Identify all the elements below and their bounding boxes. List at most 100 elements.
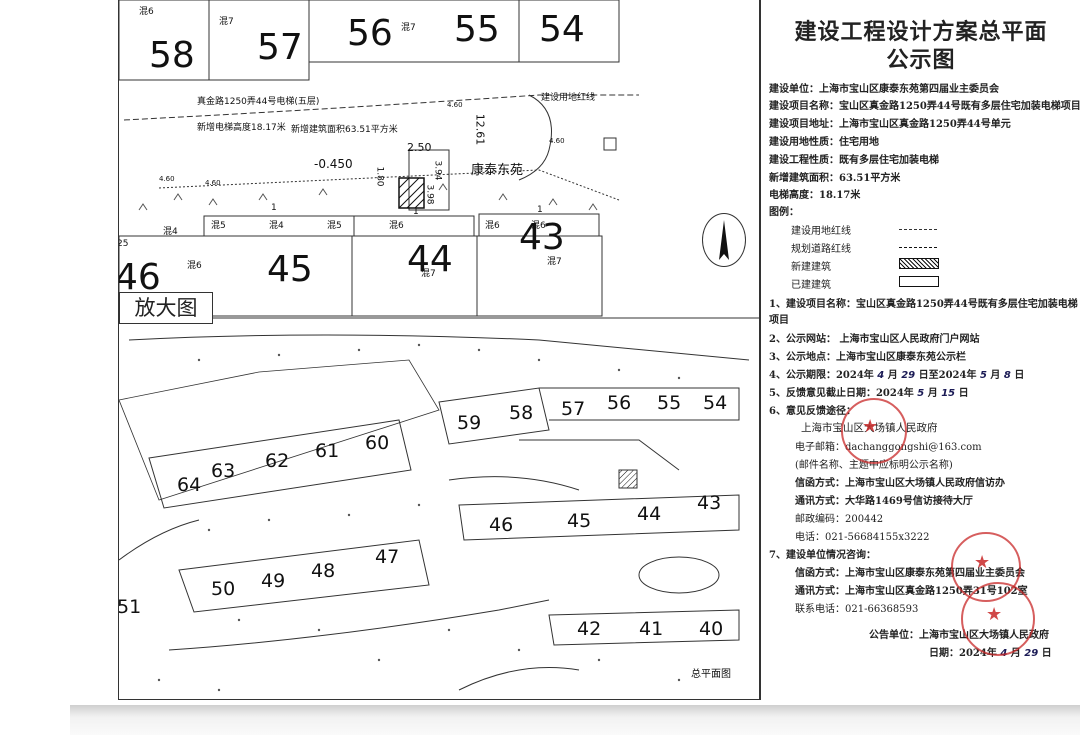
- letters-line: 信函方式：上海市宝山区大场镇人民政府信访办: [795, 478, 1005, 489]
- elevator-height: 电梯高度：18.17米: [769, 190, 861, 201]
- red-line-label: 建设用地红线: [541, 93, 596, 103]
- note-5: 5、反馈意见截止日期：2024年 5 月 15 日: [769, 388, 969, 399]
- building-48: 48: [311, 560, 336, 582]
- entry-mark: 1: [413, 207, 419, 217]
- address-line: 通讯方式：大华路1469号信访接待大厅: [795, 496, 973, 507]
- entry-mark: 1: [537, 205, 543, 215]
- address-line-2: 通讯方式：上海市宝山区真金路1250弄31号102室: [795, 586, 1028, 597]
- building-45: 45: [567, 510, 592, 532]
- building-57: 57: [257, 27, 303, 68]
- material-label: 混6: [531, 221, 546, 231]
- note-4: 4、公示期限：2024年 4 月 29 日至2024年 5 月 8 日: [769, 370, 1025, 381]
- postcode-line: 邮政编码：200442: [795, 514, 884, 525]
- building-63: 63: [211, 460, 236, 482]
- dashdot-line-icon: [899, 229, 937, 230]
- legend-label: 已建建筑: [791, 280, 831, 291]
- letters-line-2: 信函方式：上海市宝山区康泰东苑第四届业主委员会: [795, 568, 1025, 579]
- building-55: 55: [657, 392, 682, 414]
- level-label: -0.450: [314, 157, 353, 171]
- building-44: 44: [407, 239, 453, 280]
- phone-line-2: 联系电话：021-66368593: [795, 604, 919, 615]
- site-plan-map: 58 57 56 55 54 45 44 43 46 混6 混7 混7 混4 混…: [118, 0, 760, 700]
- material-label: 混5: [211, 221, 226, 231]
- plan-label: 总平面图: [691, 669, 731, 680]
- building-46: 46: [118, 257, 161, 298]
- elevation-mark: 4.60: [159, 175, 175, 183]
- edge-number: 25: [118, 239, 129, 249]
- hatch-box-icon: [899, 258, 939, 269]
- material-label: 混6: [139, 7, 154, 17]
- building-59: 59: [457, 412, 482, 434]
- note-1b: 项目: [769, 315, 789, 326]
- building-42: 42: [577, 618, 602, 640]
- building-49: 49: [261, 570, 286, 592]
- info-panel: 建设工程设计方案总平面 公示图 建设单位：上海市宝山区康泰东苑第四届业主委员会 …: [760, 0, 1080, 700]
- legend-label: 规划道路红线: [791, 244, 851, 255]
- note-2: 2、公示网站： 上海市宝山区人民政府门户网站: [769, 334, 980, 345]
- building-60: 60: [365, 432, 390, 454]
- site-plan-drawing: [119, 0, 759, 692]
- building-54: 54: [539, 9, 585, 50]
- construction-unit: 建设单位：上海市宝山区康泰东苑第四届业主委员会: [769, 84, 999, 95]
- note-3: 3、公示地点：上海市宝山区康泰东苑公示栏: [769, 352, 966, 363]
- dimension-label: 2.50: [407, 141, 432, 154]
- dimension-label: 3.98: [424, 184, 435, 205]
- material-label: 混5: [327, 221, 342, 231]
- official-seal-icon: [841, 398, 907, 464]
- elevation-mark: 4.60: [549, 137, 565, 145]
- building-55: 55: [454, 9, 500, 50]
- seal-star-icon: ★: [986, 604, 1003, 625]
- building-54: 54: [703, 392, 728, 414]
- material-label: 混4: [163, 227, 178, 237]
- legend-label: 新建建筑: [791, 262, 831, 273]
- note-6: 6、意见反馈途径：: [769, 406, 856, 417]
- building-51: 51: [118, 596, 142, 618]
- government-seal-icon: [961, 582, 1035, 656]
- project-nature: 建设工程性质：既有多层住宅加装电梯: [769, 155, 939, 166]
- dash-line-icon: [899, 247, 937, 248]
- building-64: 64: [177, 474, 202, 496]
- zoom-label: 放大图: [119, 292, 213, 324]
- north-arrow-icon: [702, 213, 746, 267]
- building-62: 62: [265, 450, 290, 472]
- community-label: 康泰东苑: [471, 163, 524, 178]
- building-46: 46: [489, 514, 514, 536]
- building-note: 真金路1250弄44号电梯(五层): [197, 97, 320, 107]
- building-40: 40: [699, 618, 724, 640]
- legend-title: 图例：: [769, 207, 799, 218]
- email-note: (邮件名称、主题中应标明公示名称): [795, 460, 953, 471]
- legend-label: 建设用地红线: [791, 226, 851, 237]
- building-56: 56: [347, 13, 393, 54]
- box-icon: [899, 276, 939, 287]
- project-address: 建设项目地址：上海市宝山区真金路1250弄44号单元: [769, 119, 1011, 130]
- note-1a: 1、建设项目名称：宝山区真金路1250弄44号既有多层住宅加装电梯: [769, 299, 1078, 310]
- dimension-label: 3.94: [432, 160, 443, 181]
- building-43: 43: [519, 217, 565, 258]
- building-58: 58: [149, 35, 195, 76]
- building-58: 58: [509, 402, 534, 424]
- seal-star-icon: ★: [862, 416, 879, 437]
- building-43: 43: [697, 492, 722, 514]
- building-45: 45: [267, 249, 313, 290]
- material-label: 混6: [389, 221, 404, 231]
- phone-line: 电话：021-56684155x3222: [795, 532, 930, 543]
- new-elevator-hatch: [398, 177, 425, 209]
- building-44: 44: [637, 503, 662, 525]
- seal-star-icon: ★: [974, 552, 991, 573]
- building-61: 61: [315, 440, 340, 462]
- building-56: 56: [607, 392, 632, 414]
- material-label: 混6: [187, 261, 202, 271]
- entry-mark: 1: [271, 203, 277, 213]
- material-label: 混7: [547, 257, 562, 267]
- material-label: 混6: [485, 221, 500, 231]
- building-57: 57: [561, 398, 586, 420]
- new-building-area: 新增建筑面积：63.51平方米: [769, 173, 901, 184]
- page-shadow: [70, 705, 1080, 735]
- project-name: 建设项目名称：宝山区真金路1250弄44号既有多层住宅加装电梯项目: [769, 101, 1080, 112]
- material-label: 混7: [219, 17, 234, 27]
- material-label: 混4: [269, 221, 284, 231]
- announcer: 公告单位：上海市宝山区大场镇人民政府: [869, 630, 1049, 641]
- dimension-label: 12.61: [473, 113, 487, 146]
- building-41: 41: [639, 618, 664, 640]
